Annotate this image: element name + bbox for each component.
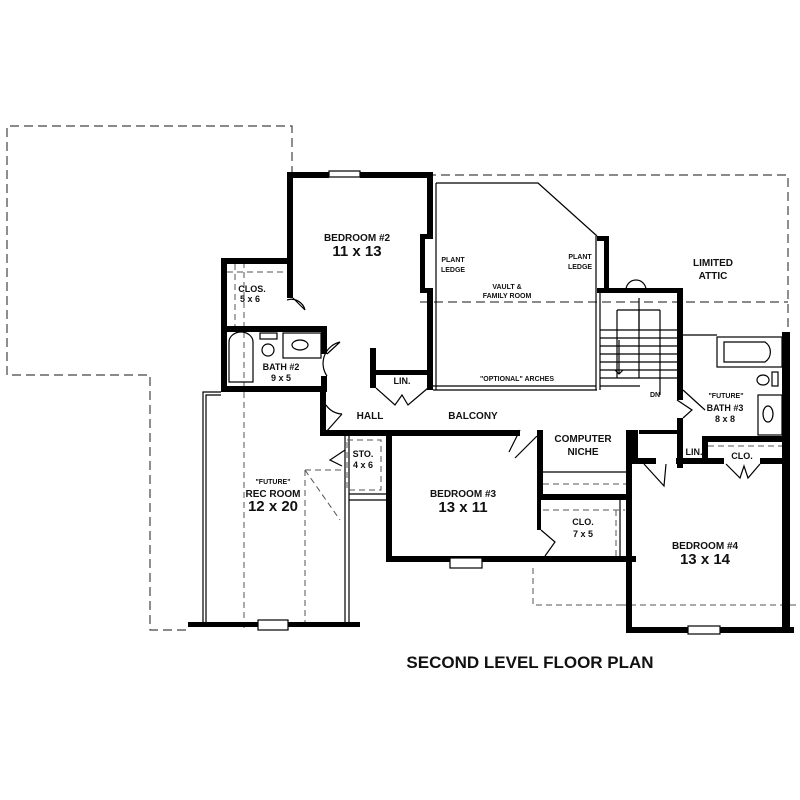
closet-bed3-size: 7 x 5 bbox=[573, 529, 593, 539]
bedroom4-name: BEDROOM #4 bbox=[672, 541, 739, 552]
storage-size: 4 x 6 bbox=[353, 460, 373, 470]
plant-ledge-left-line2: LEDGE bbox=[441, 267, 465, 274]
limited-attic-line1: LIMITED bbox=[693, 258, 733, 269]
limited-attic-line2: ATTIC bbox=[699, 271, 728, 282]
plant-ledge-left-line1: PLANT bbox=[441, 257, 465, 264]
hall-label: HALL bbox=[357, 411, 384, 422]
bath3-name: BATH #3 bbox=[707, 403, 744, 413]
windows bbox=[257, 170, 721, 635]
room-labels: BEDROOM #2 11 x 13 PLANT LEDGE PLANT LED… bbox=[238, 233, 753, 568]
family-room-line1: VAULT & bbox=[492, 284, 521, 291]
computer-niche-line1: COMPUTER bbox=[554, 434, 612, 445]
plan-title: SECOND LEVEL FLOOR PLAN bbox=[406, 653, 653, 672]
optional-arches: "OPTIONAL" ARCHES bbox=[480, 376, 554, 383]
closet-bed2-name: CLOS. bbox=[238, 284, 266, 294]
bedroom2-name: BEDROOM #2 bbox=[324, 233, 391, 244]
family-room-line2: FAMILY ROOM bbox=[483, 293, 532, 300]
thin-lines bbox=[202, 182, 783, 622]
closet-bed4: CLO. bbox=[731, 451, 753, 461]
stair-treads bbox=[600, 329, 677, 387]
rec-room-note: "FUTURE" bbox=[255, 479, 290, 486]
linen-hall: LIN. bbox=[394, 376, 411, 386]
bedroom2-size: 11 x 13 bbox=[332, 243, 381, 260]
bath2-name: BATH #2 bbox=[263, 362, 300, 372]
bedroom4-size: 13 x 14 bbox=[680, 551, 731, 568]
bedroom3-name: BEDROOM #3 bbox=[430, 489, 497, 500]
rec-room-name: REC ROOM bbox=[246, 489, 301, 500]
bedroom3-size: 13 x 11 bbox=[438, 499, 487, 516]
storage-name: STO. bbox=[353, 449, 374, 459]
stair-bump bbox=[625, 279, 647, 291]
rec-room-size: 12 x 20 bbox=[248, 498, 298, 515]
plant-ledge-right-line1: PLANT bbox=[568, 254, 592, 261]
closet-bed3-name: CLO. bbox=[572, 517, 594, 527]
plant-ledge-right-line2: LEDGE bbox=[568, 264, 592, 271]
bath3-size: 8 x 8 bbox=[715, 414, 735, 424]
doors bbox=[286, 297, 761, 557]
balcony-label: BALCONY bbox=[448, 411, 498, 422]
bath3-note: "FUTURE" bbox=[708, 393, 743, 400]
stairs-down-label: DN bbox=[650, 392, 660, 399]
linen-bath3: LIN. bbox=[686, 447, 703, 457]
closet-bed2-size: 5 x 6 bbox=[240, 294, 260, 304]
bath2-size: 9 x 5 bbox=[271, 373, 291, 383]
computer-niche-line2: NICHE bbox=[567, 447, 598, 458]
